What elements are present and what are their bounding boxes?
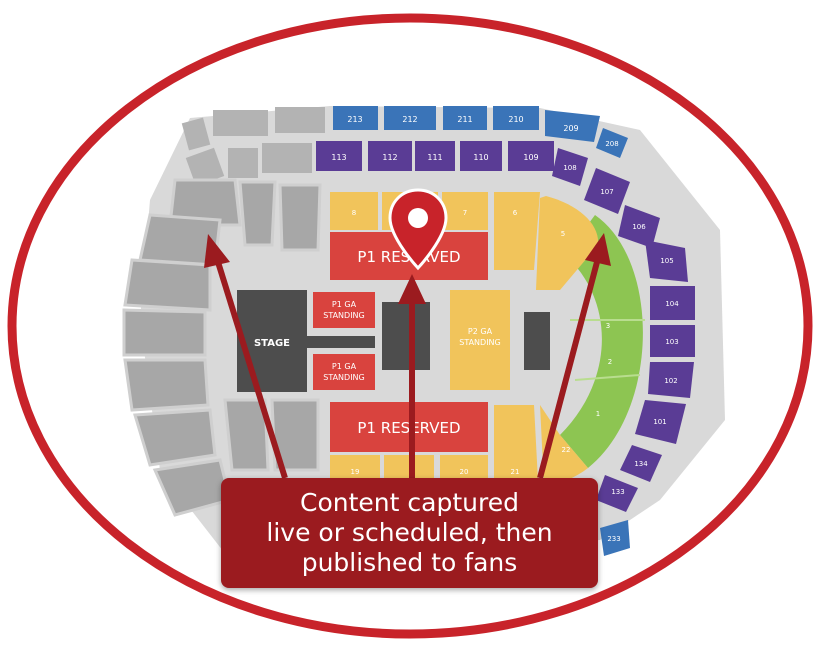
- svg-text:110: 110: [473, 153, 488, 162]
- grey-left-bowl: [122, 178, 322, 517]
- svg-text:P1 GA: P1 GA: [332, 362, 357, 371]
- callout-line-1: Content captured: [300, 488, 519, 517]
- callout-line-2: live or scheduled, then: [266, 518, 553, 547]
- section-101[interactable]: 101: [635, 400, 686, 444]
- b-stage: [382, 302, 430, 370]
- svg-text:113: 113: [331, 153, 346, 162]
- svg-text:7: 7: [463, 209, 467, 217]
- svg-text:103: 103: [665, 338, 678, 346]
- svg-text:104: 104: [665, 300, 679, 308]
- svg-text:6: 6: [513, 209, 518, 217]
- callout-box: Content captured live or scheduled, then…: [221, 478, 598, 588]
- location-pin-icon: [388, 188, 448, 271]
- section-1[interactable]: 1: [596, 410, 600, 418]
- svg-text:112: 112: [382, 153, 397, 162]
- svg-text:102: 102: [664, 377, 677, 385]
- section-20[interactable]: 20: [440, 455, 488, 481]
- section-104[interactable]: 104: [650, 286, 695, 320]
- svg-text:STANDING: STANDING: [459, 338, 501, 347]
- section-133[interactable]: 133: [596, 475, 638, 512]
- section-19[interactable]: 19: [330, 455, 380, 481]
- svg-text:P2 GA: P2 GA: [468, 327, 493, 336]
- section-21[interactable]: 21: [494, 405, 538, 481]
- svg-text:111: 111: [427, 153, 442, 162]
- section-7[interactable]: 7: [442, 192, 488, 230]
- svg-text:212: 212: [402, 115, 417, 124]
- p1-ga-standing-bottom[interactable]: P1 GA STANDING: [313, 354, 375, 390]
- svg-text:233: 233: [607, 535, 620, 543]
- svg-text:STANDING: STANDING: [323, 373, 365, 382]
- section-233[interactable]: 233: [600, 520, 630, 556]
- section-111[interactable]: 111: [415, 141, 455, 171]
- mix-booth: [524, 312, 550, 370]
- stage-area: STAGE: [237, 290, 438, 392]
- section-208[interactable]: 208: [596, 128, 628, 158]
- section-6[interactable]: 6: [494, 192, 540, 270]
- section-211[interactable]: 211: [443, 106, 487, 130]
- svg-text:20: 20: [460, 468, 469, 476]
- svg-text:133: 133: [611, 488, 624, 496]
- section-212[interactable]: 212: [384, 106, 436, 130]
- callout-line-3: published to fans: [301, 548, 518, 577]
- section-213[interactable]: 213: [333, 106, 378, 130]
- svg-text:213: 213: [347, 115, 362, 124]
- svg-text:101: 101: [653, 418, 666, 426]
- p2-ga-standing[interactable]: P2 GA STANDING: [450, 290, 510, 390]
- svg-text:106: 106: [632, 223, 646, 231]
- section-105[interactable]: 105: [645, 240, 688, 282]
- stage[interactable]: [237, 290, 307, 392]
- svg-text:208: 208: [605, 140, 618, 148]
- section-109[interactable]: 109: [508, 141, 554, 171]
- upper-tier: 213 212 211 210 209 208 233: [333, 106, 630, 556]
- section-2[interactable]: 2: [608, 358, 612, 366]
- section-103[interactable]: 103: [650, 325, 695, 357]
- arrow-left-shaft: [215, 261, 288, 479]
- svg-text:134: 134: [634, 460, 648, 468]
- svg-text:P1 GA: P1 GA: [332, 300, 357, 309]
- svg-text:STANDING: STANDING: [323, 311, 365, 320]
- section-107[interactable]: 107: [584, 168, 630, 214]
- svg-text:8: 8: [352, 209, 356, 217]
- svg-text:5: 5: [561, 230, 565, 238]
- svg-text:107: 107: [600, 188, 613, 196]
- arrow-center-head-icon: [398, 274, 426, 304]
- svg-text:109: 109: [523, 153, 538, 162]
- svg-text:STAGE: STAGE: [254, 338, 290, 349]
- arrow-right-shaft: [537, 261, 600, 479]
- section-112[interactable]: 112: [368, 141, 412, 171]
- svg-text:19: 19: [351, 468, 360, 476]
- svg-text:108: 108: [563, 164, 576, 172]
- svg-text:211: 211: [457, 115, 472, 124]
- lower-tier: 113 112 111 110 109 108 107 106: [316, 141, 695, 512]
- green-bowl: [560, 215, 643, 468]
- section-5[interactable]: 5: [536, 196, 599, 290]
- arrow-right-head-icon: [585, 233, 611, 266]
- svg-text:21: 21: [511, 468, 520, 476]
- section-134[interactable]: 134: [620, 445, 662, 482]
- section-8[interactable]: 8: [330, 192, 378, 230]
- section-102[interactable]: 102: [648, 362, 694, 398]
- svg-text:22: 22: [562, 446, 571, 454]
- section-106[interactable]: 106: [618, 205, 660, 248]
- section-110[interactable]: 110: [460, 141, 502, 171]
- section-3[interactable]: 3: [606, 322, 610, 330]
- section-113[interactable]: 113: [316, 141, 362, 171]
- section-210[interactable]: 210: [493, 106, 539, 130]
- grey-upper-sections: [181, 107, 325, 187]
- section-108[interactable]: 108: [552, 148, 588, 186]
- stage-runway: [305, 336, 375, 348]
- svg-text:210: 210: [508, 115, 523, 124]
- section-209[interactable]: 209: [545, 110, 600, 142]
- arrows: [204, 233, 611, 479]
- svg-text:105: 105: [660, 257, 673, 265]
- svg-text:209: 209: [563, 124, 578, 133]
- p1-ga-standing-top[interactable]: P1 GA STANDING: [313, 292, 375, 328]
- arrow-left-head-icon: [204, 234, 230, 268]
